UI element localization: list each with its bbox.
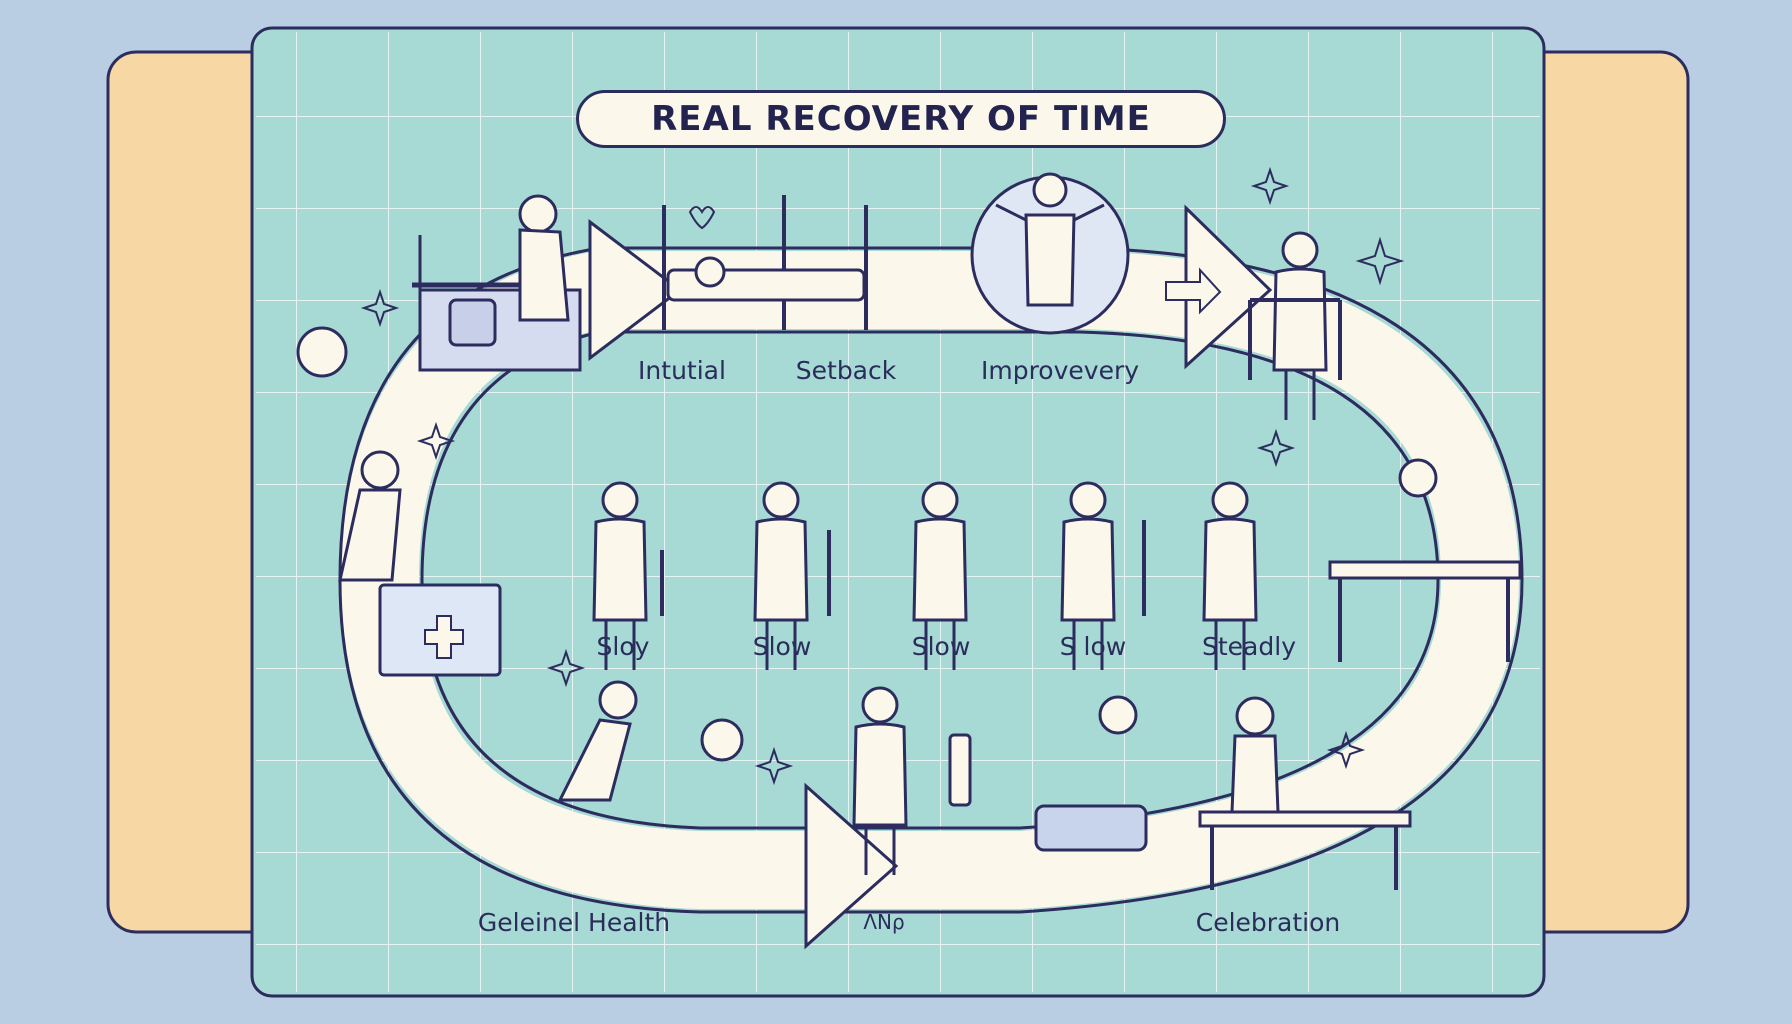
stage-label-steadly: Steadly: [1202, 632, 1296, 661]
stage-label-geleinel-health: Geleinel Health: [477, 908, 671, 937]
sparkle-icon: [360, 166, 1405, 786]
figure-with-bottle: [852, 686, 972, 877]
walker-figure-illustration: [1248, 231, 1342, 422]
stage-label-improvevery: Improvevery: [980, 356, 1140, 385]
celebration-figure: [1198, 696, 1412, 890]
seated-figure-illustration: [1034, 695, 1148, 852]
nurse-with-first-aid-illustration: [296, 326, 502, 677]
stage-label-slow-2: Slow: [911, 632, 971, 661]
arrow-icon: [588, 218, 683, 362]
stage-label-sloy: Sloy: [596, 632, 650, 661]
figure-with-cane: [753, 481, 831, 672]
figure-with-crutch: [592, 481, 664, 672]
arrow-icon: [804, 782, 899, 950]
glowing-figure-illustration: [970, 172, 1130, 335]
hospital-bed-illustration: [662, 195, 868, 330]
arrow-icon: [1165, 267, 1222, 315]
stage-label-slow-1: Slow: [752, 632, 812, 661]
figure-at-desk-illustration: [1328, 458, 1522, 662]
caregiver-illustration: [557, 680, 744, 802]
clock-icon: [296, 326, 348, 378]
stage-label-celebration: Celebration: [1195, 908, 1341, 937]
page-title: REAL RECOVERY OF TIME: [576, 90, 1226, 148]
scribble-text: ΛNρ: [863, 910, 905, 934]
stage-label-setback: Setback: [795, 356, 897, 385]
figure-with-stick: [1060, 481, 1146, 672]
stage-label-s-low: S low: [1059, 632, 1127, 661]
nurse-at-table-illustration: [412, 194, 582, 372]
heart-icon: [688, 206, 716, 230]
stage-label-intutial: Intutial: [638, 356, 726, 385]
